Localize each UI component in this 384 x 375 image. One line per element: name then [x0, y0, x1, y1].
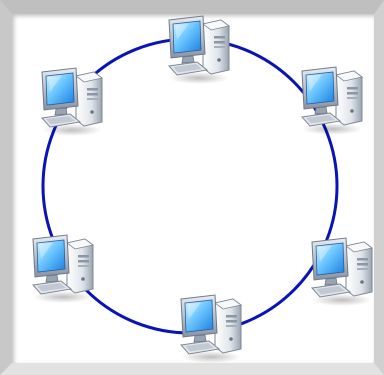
computer-top: [169, 16, 229, 84]
desktop-computer-icon: [33, 235, 93, 303]
computer-lower-right: [312, 238, 372, 306]
desktop-computer-icon: [181, 295, 241, 363]
computer-upper-left: [42, 68, 102, 136]
computer-lower-left: [33, 235, 93, 303]
computer-bottom: [181, 295, 241, 363]
computer-upper-right: [302, 67, 362, 135]
desktop-computer-icon: [312, 238, 372, 306]
desktop-computer-icon: [302, 67, 362, 135]
desktop-computer-icon: [42, 68, 102, 136]
desktop-computer-icon: [169, 16, 229, 84]
